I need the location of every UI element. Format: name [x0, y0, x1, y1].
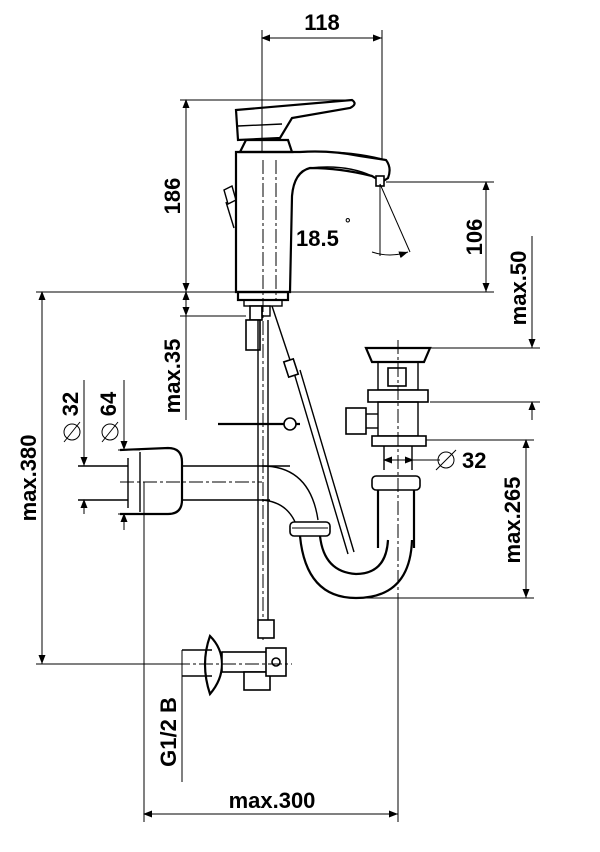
diameter-icon: [101, 421, 119, 443]
dim-max-300-label: max.300: [229, 788, 316, 813]
dim-max-265-label: max.265: [500, 477, 525, 564]
angle-valve: [176, 633, 292, 697]
dim-max-35-label: max.35: [160, 339, 185, 414]
dim-angle-label: 18.5: [296, 226, 339, 251]
dim-dia-32-right: 32: [383, 448, 486, 473]
dim-max-50: max.50: [428, 236, 540, 420]
dim-dia-32-left-label: 32: [58, 392, 83, 416]
faucet: [223, 98, 391, 351]
diameter-icon: [63, 421, 81, 443]
dim-106-label: 106: [462, 219, 487, 256]
dim-max-380-label: max.380: [16, 435, 41, 522]
supply-hose: [257, 320, 275, 639]
dim-118-label: 118: [304, 10, 340, 35]
dim-max-35: max.35: [160, 291, 246, 420]
diameter-icon: [435, 449, 457, 471]
dim-thread-label: G1/2 B: [156, 697, 181, 767]
drain-valve: [345, 340, 432, 600]
siphon-trap: [261, 465, 421, 600]
dim-thread: G1/2 B: [156, 650, 183, 782]
dim-dia-64: 64: [96, 380, 140, 530]
dim-max-300: max.300: [143, 482, 399, 822]
dim-max-50-label: max.50: [506, 251, 531, 326]
wall-outlet: [78, 446, 290, 516]
dim-dia-64-label: 64: [96, 391, 121, 416]
dim-max-380: max.380: [16, 291, 180, 665]
dim-dia-32-left: 32: [58, 380, 88, 514]
dim-186-label: 186: [160, 178, 185, 215]
dim-angle: 18.5 °: [296, 183, 411, 259]
dim-angle-unit: °: [345, 215, 351, 231]
dim-186: 186: [160, 99, 350, 293]
dim-max-265: max.265: [360, 439, 534, 599]
dim-dia-32-right-label: 32: [462, 448, 486, 473]
dim-106: 106: [290, 181, 494, 293]
pop-up-rod: [218, 305, 355, 555]
dim-118: 118: [261, 10, 383, 160]
